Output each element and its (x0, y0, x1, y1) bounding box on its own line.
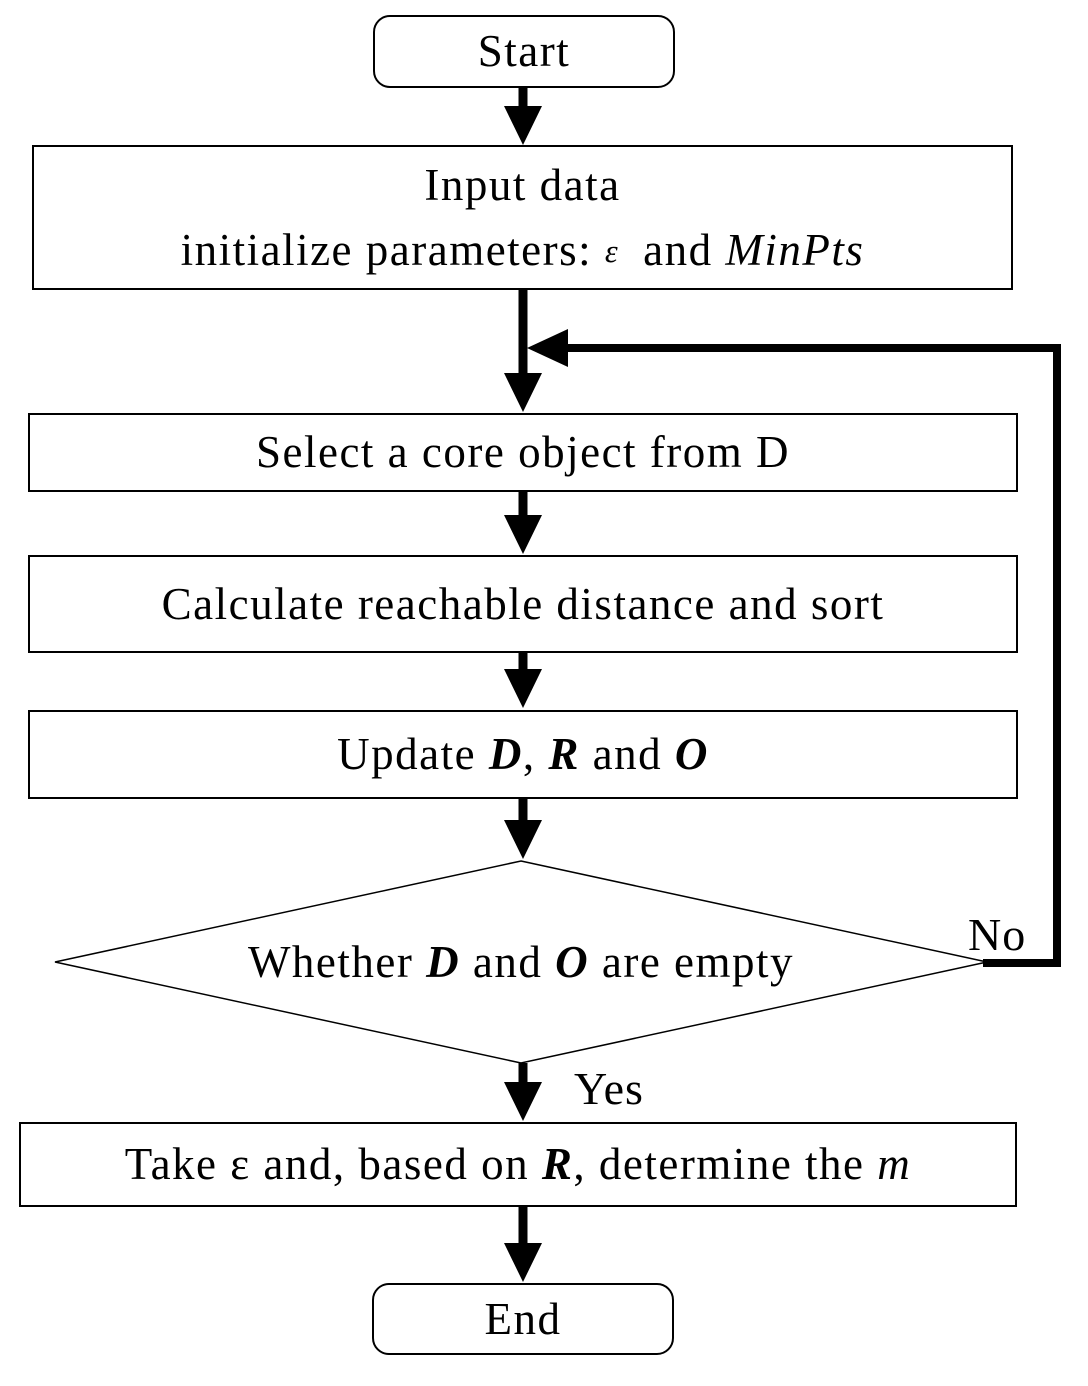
node-label-line: Start (477, 26, 571, 77)
arrow-decision-to-take-head (504, 1082, 542, 1121)
node-update-sets: Update D, R and O (28, 710, 1018, 799)
no-loop-line (563, 344, 1061, 967)
node-end: End (372, 1283, 674, 1355)
arrow-input-to-select-head (504, 373, 542, 412)
node-label-line: Select a core object from D (255, 427, 791, 478)
arrow-calculate-to-update-head (504, 669, 542, 708)
node-input-initialize: Input data initialize parameters: ε and M… (32, 145, 1013, 290)
node-label-line: initialize parameters: ε and MinPts (180, 224, 865, 275)
node-label-line: Take ε and, based on R, determine the m (124, 1139, 912, 1190)
edge-label-yes: Yes (574, 1063, 644, 1114)
node-decision-empty-check: Whether D and O are empty (151, 930, 891, 994)
arrow-take-to-end-head (504, 1243, 542, 1282)
edge-label-no: No (968, 909, 1027, 960)
node-label-line: Update D, R and O (337, 729, 709, 780)
node-label-line: Input data (424, 159, 621, 210)
node-start: Start (373, 15, 675, 88)
node-label-line: End (484, 1293, 562, 1344)
no-loop-arrowhead (527, 329, 568, 367)
arrow-start-to-input-head (504, 106, 542, 145)
arrow-select-to-calculate-head (504, 515, 542, 554)
node-select-core-object: Select a core object from D (28, 413, 1018, 492)
node-take-epsilon-determine-m: Take ε and, based on R, determine the m (19, 1122, 1017, 1207)
arrow-update-to-decision-head (504, 820, 542, 859)
node-label-line: Whether D and O are empty (247, 936, 795, 987)
node-label-line: Calculate reachable distance and sort (161, 578, 885, 629)
node-calculate-reachable-distance: Calculate reachable distance and sort (28, 555, 1018, 653)
